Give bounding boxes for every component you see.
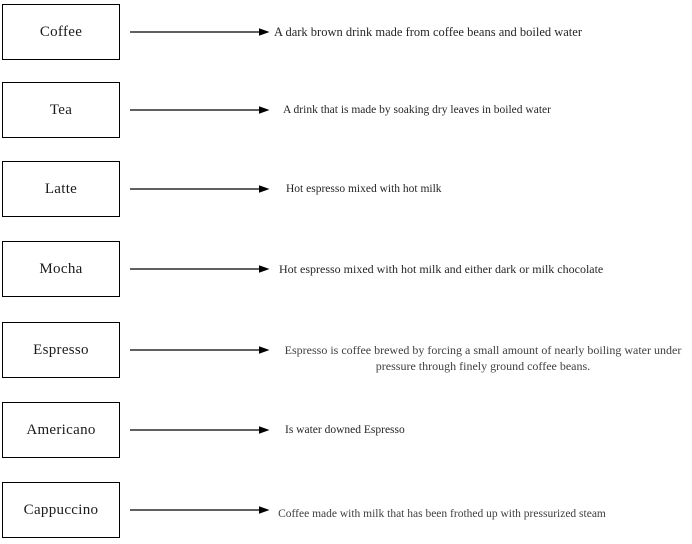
term-label: Latte (44, 180, 78, 197)
right-arrow-icon (130, 28, 270, 36)
diagram-row: Tea A drink that is made by soaking dry … (2, 82, 551, 138)
term-box: Cappuccino (2, 482, 120, 538)
term-label: Tea (49, 101, 73, 118)
term-box: Coffee (2, 4, 120, 60)
diagram-row: Mocha Hot espresso mixed with hot milk a… (2, 241, 603, 297)
diagram-row: Latte Hot espresso mixed with hot milk (2, 161, 442, 217)
right-arrow-icon (130, 185, 270, 193)
term-label: Mocha (39, 260, 83, 277)
definition-text: Espresso is coffee brewed by forcing a s… (284, 343, 682, 373)
term-label: Americano (26, 421, 96, 438)
definition-text: Coffee made with milk that has been frot… (278, 508, 606, 520)
diagram-row: Cappuccino Coffee made with milk that ha… (2, 482, 607, 538)
right-arrow-icon (130, 426, 270, 434)
diagram-row: Espresso Espresso is coffee brewed by fo… (2, 322, 689, 378)
term-box: Espresso (2, 322, 120, 378)
definition-text: Hot espresso mixed with hot milk and eit… (279, 262, 604, 276)
definition-text: Hot espresso mixed with hot milk (286, 183, 442, 195)
right-arrow-icon (130, 265, 270, 273)
term-box: Latte (2, 161, 120, 217)
term-label: Espresso (33, 341, 89, 358)
diagram-row: Americano Is water downed Espresso (2, 402, 405, 458)
term-box: Americano (2, 402, 120, 458)
right-arrow-icon (130, 106, 270, 114)
definition-text: A drink that is made by soaking dry leav… (283, 104, 551, 116)
diagram-row: Coffee A dark brown drink made from coff… (2, 4, 582, 60)
definition-text: Is water downed Espresso (285, 424, 405, 436)
term-box: Tea (2, 82, 120, 138)
right-arrow-icon (130, 346, 270, 354)
term-label: Cappuccino (23, 501, 99, 518)
term-box: Mocha (2, 241, 120, 297)
term-label: Coffee (39, 23, 83, 40)
definition-text: A dark brown drink made from coffee bean… (274, 25, 582, 39)
right-arrow-icon (130, 506, 270, 514)
